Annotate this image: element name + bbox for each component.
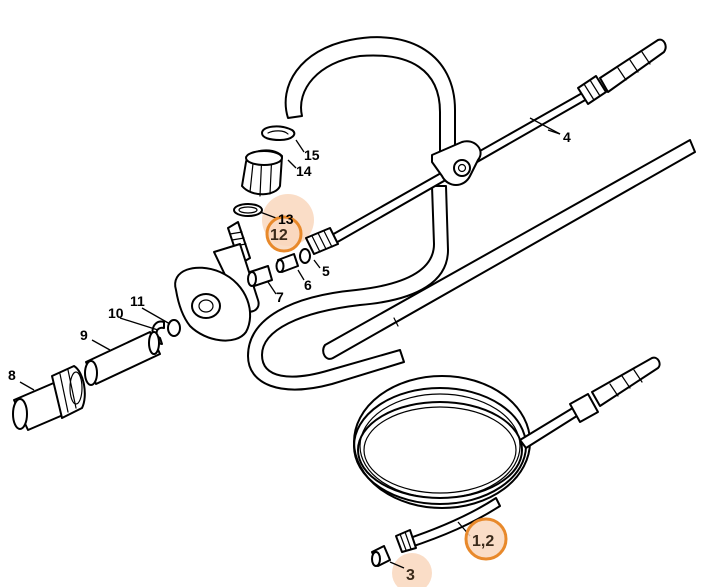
highlight-ring-1-2[interactable] [464,517,508,561]
label-14: 14 [296,163,312,179]
part-7-nozzle-tip[interactable] [247,265,273,287]
label-1-2: 1,2 [472,533,494,550]
label-3: 3 [406,567,415,584]
part-1-2-hose-coil[interactable] [353,356,661,553]
highlight-circle-3-soft [392,553,432,587]
part-13-o-ring[interactable] [233,203,263,217]
part-6-insert[interactable] [275,253,299,273]
part-5-o-ring[interactable] [299,248,311,264]
part-4-spray-lance[interactable] [247,36,696,391]
part-8-coupling[interactable] [12,365,86,431]
part-14-nut[interactable] [241,149,283,197]
part-9-tube[interactable] [84,331,161,386]
label-12: 12 [270,227,288,244]
part-15-clip[interactable] [261,125,296,141]
label-10: 10 [108,305,124,321]
part-11-ring[interactable] [167,319,181,337]
label-9: 9 [80,327,88,343]
label-7: 7 [276,289,284,305]
label-15: 15 [304,147,320,163]
label-4: 4 [563,129,571,145]
label-6: 6 [304,277,312,293]
label-13: 13 [278,211,294,227]
part-12-gun-body[interactable] [174,221,260,342]
label-8: 8 [8,367,16,383]
label-11: 11 [130,293,145,309]
highlight-ring-12[interactable] [265,215,303,253]
part-3-cap[interactable] [371,545,391,567]
leader-lines [19,117,561,569]
label-5: 5 [322,263,330,279]
